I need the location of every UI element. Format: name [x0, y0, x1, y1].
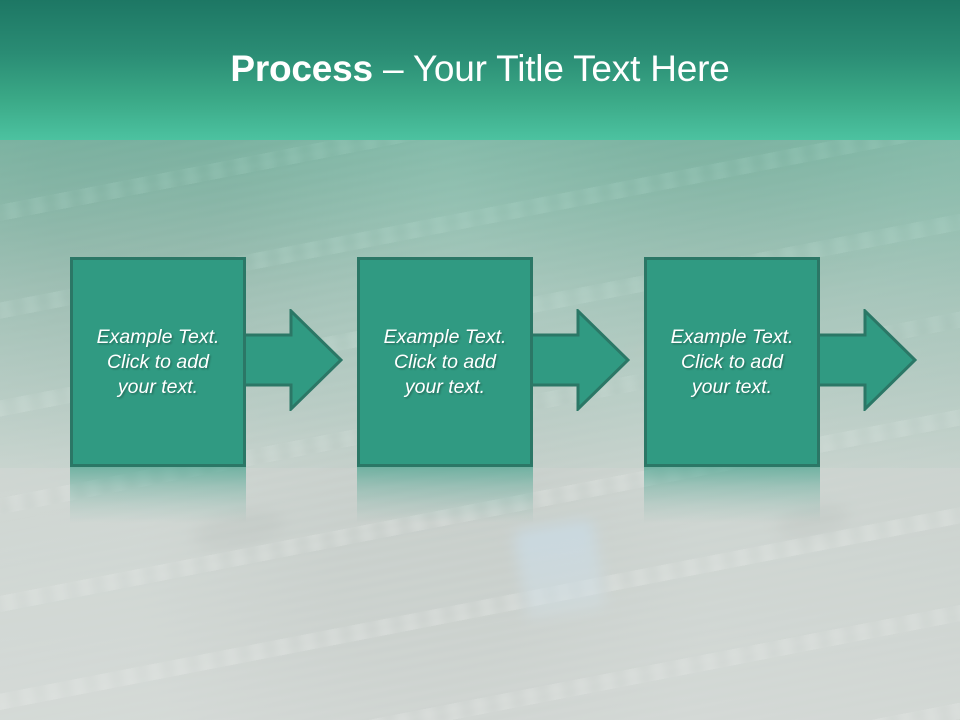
process-box-1[interactable]: Example Text. Click to add your text.	[70, 257, 246, 467]
page-title-separator: –	[372, 48, 413, 89]
arrow-step-2	[530, 309, 630, 411]
header-band: Process – Your Title Text Here	[0, 0, 960, 140]
reflection-step-2	[357, 467, 533, 523]
process-box-3[interactable]: Example Text. Click to add your text.	[644, 257, 820, 467]
process-box-1-text: Example Text. Click to add your text.	[96, 325, 220, 398]
reflection-step-1	[70, 467, 246, 523]
reflection-step-3	[644, 467, 820, 523]
arrow-step-1	[243, 309, 343, 411]
process-box-2[interactable]: Example Text. Click to add your text.	[357, 257, 533, 467]
arrow-step-3	[817, 309, 917, 411]
process-box-2-text: Example Text. Click to add your text.	[383, 325, 507, 398]
page-title: Process – Your Title Text Here	[0, 47, 960, 91]
process-box-3-text: Example Text. Click to add your text.	[670, 325, 794, 398]
page-title-light: Your Title Text Here	[412, 48, 730, 89]
page-title-strong: Process	[230, 48, 373, 89]
